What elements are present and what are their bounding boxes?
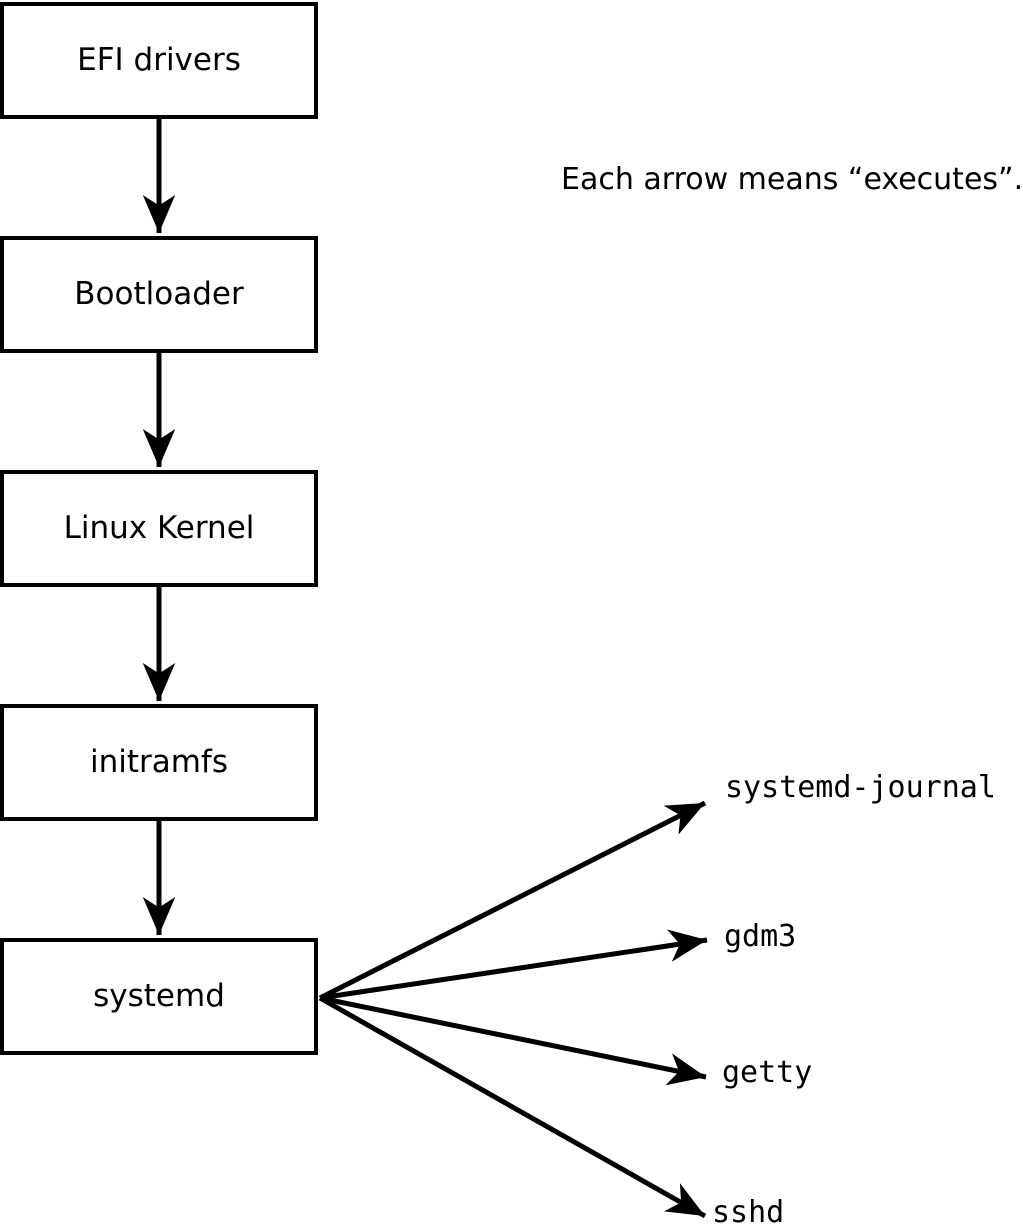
process-label-gdm3: gdm3 — [724, 919, 797, 954]
flow-node-systemd: systemd — [0, 938, 318, 1055]
flow-node-initramfs: initramfs — [0, 704, 318, 821]
flow-node-linux-kernel: Linux Kernel — [0, 470, 318, 587]
flow-node-label: EFI drivers — [77, 42, 241, 78]
process-label-sshd: sshd — [712, 1195, 785, 1230]
flow-node-label: Linux Kernel — [63, 510, 255, 546]
edge-systemd-to-sshd — [318, 995, 707, 1219]
flow-node-bootloader: Bootloader — [0, 236, 318, 353]
edge-systemd-to-systemd-journal — [318, 800, 707, 1001]
arrow-meaning-caption: Each arrow means “executes”. — [561, 162, 1023, 197]
flow-node-label: initramfs — [89, 744, 229, 780]
flow-node-efi-drivers: EFI drivers — [0, 2, 318, 119]
process-label-getty: getty — [722, 1055, 813, 1090]
edge-systemd-to-getty — [319, 995, 707, 1086]
flow-node-label: systemd — [93, 978, 225, 1014]
edge-systemd-to-gdm3 — [319, 929, 708, 1001]
flow-node-label: Bootloader — [74, 276, 244, 312]
process-label-systemd-journal: systemd-journal — [725, 770, 996, 805]
